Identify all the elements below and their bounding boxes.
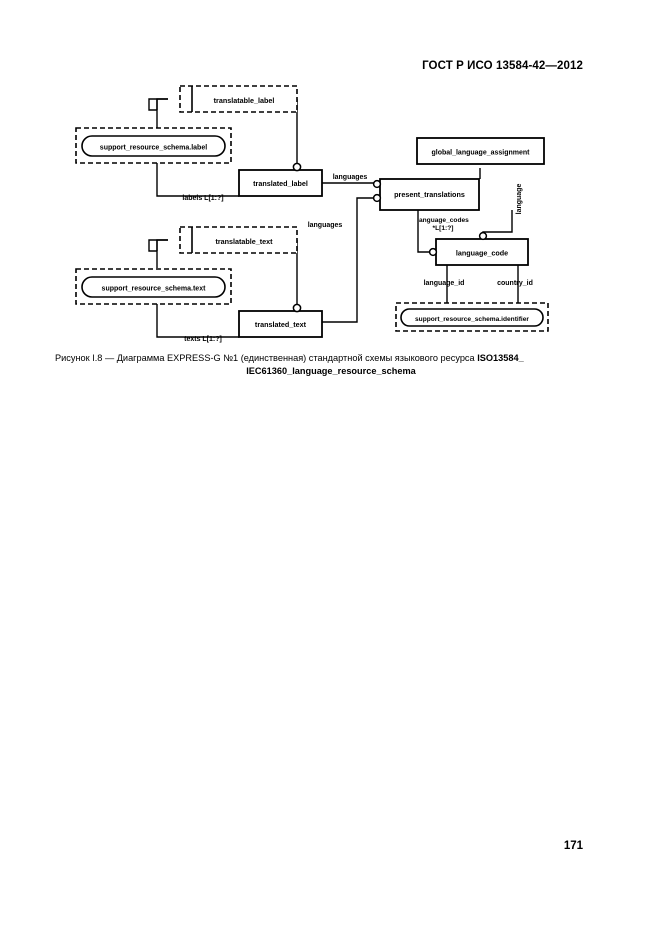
language-code-circle-left	[428, 247, 438, 257]
translatable-text-text: translatable_text	[215, 237, 273, 246]
translated-label-relationship-circle	[292, 162, 302, 172]
node-present-translations[interactable]: present_translations	[372, 178, 480, 211]
edge-label-language-codes: language_codes	[417, 217, 469, 224]
node-translated-label[interactable]: translated_label	[238, 162, 323, 197]
figure-caption-schema-part-1: ISO13584_	[477, 353, 524, 363]
present-translations-text: present_translations	[394, 190, 465, 199]
express-g-diagram: translatable_label support_resource_sche…	[0, 0, 661, 350]
present-translations-circle-upper	[372, 179, 382, 189]
translatable-text-box	[179, 226, 298, 254]
figure-caption: Рисунок I.8 — Диаграмма EXPRESS-G №1 (ед…	[55, 352, 607, 378]
translated-text-text: translated_text	[255, 320, 307, 329]
figure-caption-line-1: Рисунок I.8 — Диаграмма EXPRESS-G №1 (ед…	[55, 352, 607, 365]
support-label-inner-rounded	[81, 135, 226, 157]
edge-label-language-vertical: language	[516, 184, 523, 215]
figure-caption-text: Рисунок I.8 — Диаграмма EXPRESS-G №1 (ед…	[55, 353, 478, 363]
node-translatable-text[interactable]: translatable_text	[179, 226, 298, 254]
node-global-language-assignment[interactable]: global_language_assignment	[416, 137, 545, 165]
translated-text-relationship-circle	[292, 303, 302, 313]
node-support-resource-schema-identifier[interactable]: support_resource_schema.identifier	[395, 302, 549, 332]
language-code-box	[435, 238, 529, 266]
node-translatable-label[interactable]: translatable_label	[179, 85, 298, 113]
translatable-label-box	[179, 85, 298, 113]
edge-label-languages-center: languages	[308, 222, 343, 229]
edge-label-language-codes-cardinality: *L[1:?]	[433, 225, 454, 232]
language-code-text: language_code	[456, 249, 508, 258]
connector-lines	[148, 98, 519, 338]
node-language-code[interactable]: language_code	[428, 231, 529, 266]
global-language-assignment-text: global_language_assignment	[431, 150, 530, 157]
node-support-resource-schema-text[interactable]: support_resource_schema.text	[75, 268, 232, 305]
edge-label-texts-cardinality: texts L[1:?]	[184, 336, 222, 343]
figure-caption-schema-part-2: IEC61360_language_resource_schema	[246, 366, 416, 376]
present-translations-circle-lower	[372, 193, 382, 203]
language-code-circle-top	[478, 231, 488, 241]
translated-label-text: translated_label	[253, 179, 308, 188]
edge-label-languages-top: languages	[333, 174, 368, 181]
global-language-assignment-box	[416, 137, 545, 165]
edge-label-country-id: country_id	[497, 280, 533, 287]
node-translated-text[interactable]: translated_text	[238, 303, 323, 338]
edge-label-language-id: language_id	[424, 280, 465, 287]
support-resource-schema-identifier-text: support_resource_schema.identifier	[415, 316, 529, 323]
node-support-resource-schema-label[interactable]: support_resource_schema.label	[75, 127, 232, 164]
support-identifier-inner-rounded	[400, 308, 544, 327]
support-text-inner-rounded	[81, 276, 226, 298]
present-translations-box	[379, 178, 480, 211]
translatable-label-text: translatable_label	[214, 96, 275, 105]
document-header-standard-number: ГОСТ Р ИСО 13584-42—2012	[422, 60, 583, 72]
page-number: 171	[563, 840, 583, 852]
support-resource-schema-label-text: support_resource_schema.label	[100, 145, 207, 152]
edge-label-labels-cardinality: labels L[1:?]	[182, 195, 223, 202]
support-resource-schema-text-text: support_resource_schema.text	[102, 286, 207, 293]
translated-text-box	[238, 310, 323, 338]
translated-label-box	[238, 169, 323, 197]
